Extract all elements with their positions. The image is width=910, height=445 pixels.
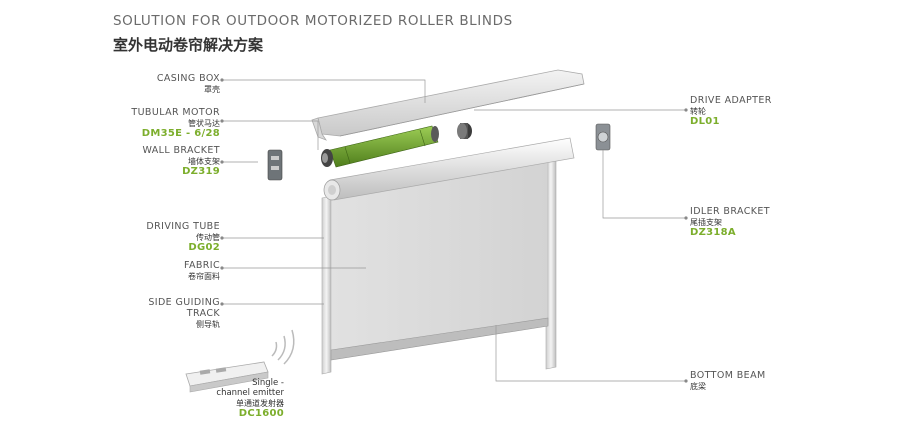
label-wall-bracket: WALL BRACKET 墙体支架 DZ319 bbox=[142, 145, 220, 178]
drive-adapter-part bbox=[457, 123, 472, 139]
driving-tube-part bbox=[323, 137, 575, 201]
side-tracks bbox=[321, 159, 557, 375]
tubular-motor-part bbox=[321, 125, 439, 168]
label-bottom-beam: BOTTOM BEAM 底梁 bbox=[690, 370, 766, 391]
label-emitter: Single - channel emitter 单通道发射器 DC1600 bbox=[216, 378, 284, 419]
casing-box bbox=[311, 69, 585, 141]
title-en: SOLUTION FOR OUTDOOR MOTORIZED ROLLER BL… bbox=[113, 13, 513, 29]
label-fabric: FABRIC 卷帘面料 bbox=[183, 260, 220, 281]
wall-bracket-part bbox=[267, 149, 283, 181]
emitter-part bbox=[185, 329, 295, 393]
label-tubular-motor: TUBULAR MOTOR 管状马达 DM35E - 6/28 bbox=[131, 107, 220, 140]
label-side-guiding-track: SIDE GUIDING TRACK 侧导轨 bbox=[148, 297, 220, 329]
bottom-beam-part bbox=[330, 317, 549, 361]
title-cn: 室外电动卷帘解决方案 bbox=[113, 36, 264, 54]
label-drive-adapter: DRIVE ADAPTER 转轮 DL01 bbox=[690, 95, 772, 128]
label-driving-tube: DRIVING TUBE 传动管 DG02 bbox=[146, 221, 220, 254]
label-idler-bracket: IDLER BRACKET 尾插支架 DZ318A bbox=[690, 206, 770, 239]
leader-dots bbox=[220, 78, 688, 383]
idler-bracket-part bbox=[595, 123, 611, 151]
leader-lines bbox=[222, 79, 686, 382]
label-casing-box: CASING BOX 罩壳 bbox=[156, 73, 220, 94]
